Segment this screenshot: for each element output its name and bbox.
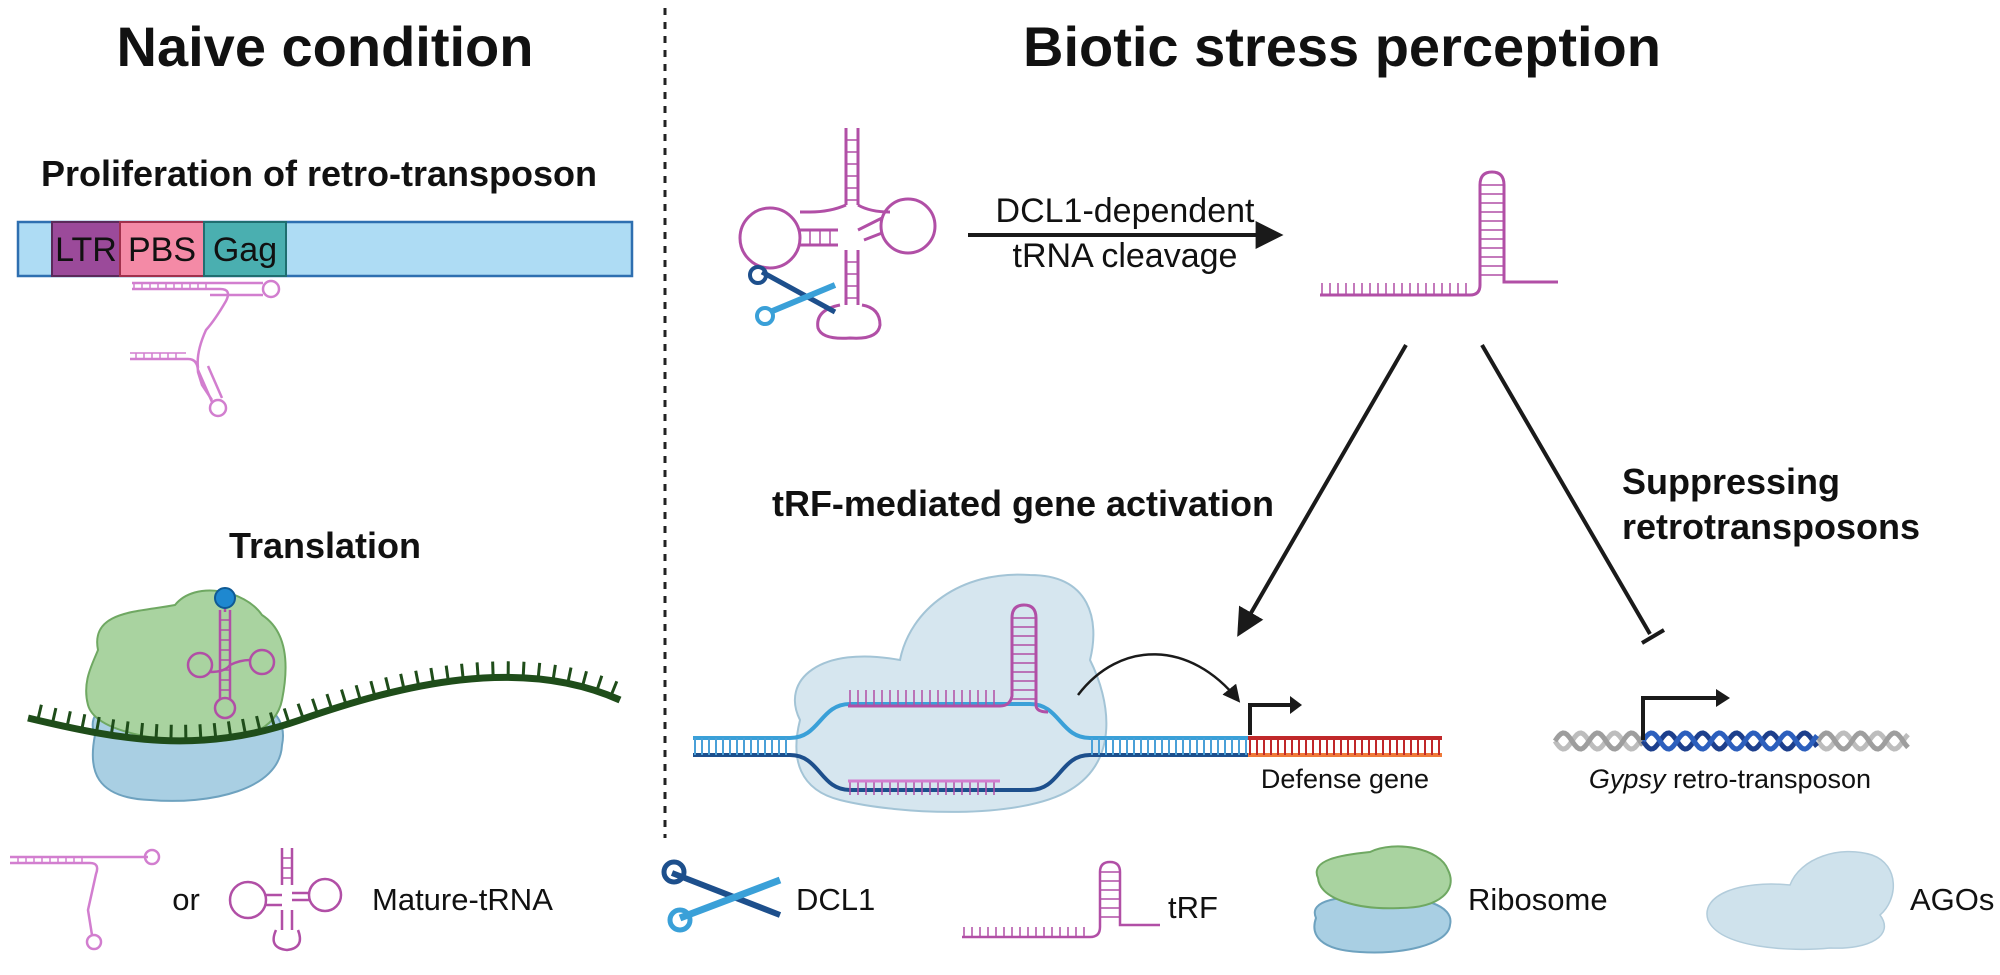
mrna-strand [27,673,622,745]
legend-trna-cloverleaf [228,848,343,952]
suppress-title-line1: Suppressing [1622,461,1840,502]
ribosome-trna [186,610,276,720]
activation-arrow [1237,343,1408,637]
inhibition-bar-icon [1640,628,1666,645]
ltr-segment [51,221,121,277]
ribosome-large-subunit [85,589,287,743]
legend-scissors-icon [661,859,782,933]
gypsy-label: Gypsy retro-transposon [1589,764,1871,794]
gypsy-promoter-arrow [1641,696,1718,740]
gag-label: Gag [213,231,277,269]
scissors-icon [748,265,837,326]
dna-duplex [693,702,1442,792]
ltr-label: LTR [55,231,117,269]
promoter-arrow-icon [1248,703,1292,735]
mrna-codon-ticks [36,661,619,741]
activation-title: tRF-mediated gene activation [772,483,1274,524]
retrotransposon-element: LTR PBS Gag [16,220,634,278]
legend-ribosome [1313,845,1452,954]
trf-product [1320,170,1558,297]
cleavage-label-line2: tRNA cleavage [1013,237,1238,275]
cleavage-label-line1: DCL1-dependent [996,192,1256,230]
pbs-label: PBS [128,231,196,269]
legend-ribosome-label: Ribosome [1468,882,1608,917]
phosphate-bead-icon [214,587,236,609]
activation-curve-arrow [1077,653,1241,703]
cloverleaf-trna-cleavage [738,128,937,340]
legend-agos-label: AGOs [1910,882,1994,917]
legend-trna-lform [10,848,161,951]
mature-trna-lform [130,279,281,418]
dna-top-strand [693,702,1248,740]
suppression-line [1480,343,1652,636]
gag-segment [203,221,287,277]
legend-dcl1: DCL1 [796,882,875,917]
suppress-title-line2: retrotransposons [1622,506,1920,547]
ago-complex [794,573,1108,813]
biotic-stress-title: Biotic stress perception [1023,15,1661,78]
translation-title: Translation [229,525,421,566]
legend-trf-label: tRF [1168,890,1218,925]
proliferation-title: Proliferation of retro-transposon [41,153,597,194]
translation-complex [27,587,622,802]
legend: or Mature-tRNA DCL1 tRF [10,845,1994,954]
bound-trf [848,603,1049,795]
legend-trf [962,860,1160,939]
dna-bottom-strand [693,753,1248,792]
legend-ago-icon [1706,851,1894,951]
defense-gene-label: Defense gene [1261,764,1429,794]
legend-mature-trna: Mature-tRNA [372,882,553,917]
gypsy-dna-helix [1552,730,1910,752]
legend-or: or [172,882,200,917]
naive-condition-title: Naive condition [117,15,534,78]
